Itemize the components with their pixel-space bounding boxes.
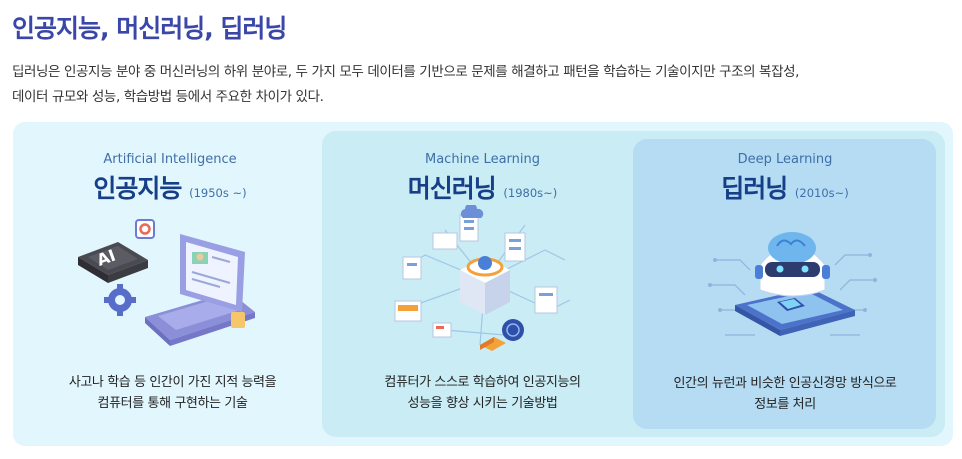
dl-caption-line-2: 정보를 처리 <box>754 397 816 412</box>
ml-english-label: Machine Learning <box>425 152 540 167</box>
ai-english-label: Artificial Intelligence <box>103 152 237 167</box>
ai-caption-line-2: 컴퓨터를 통해 구현하는 기술 <box>97 396 248 411</box>
robot-brain-phone-illustration-icon <box>708 232 877 336</box>
description-line-2: 데이터 규모와 성능, 학습방법 등에서 주요한 차이가 있다. <box>12 89 324 105</box>
ml-year: (1980s~) <box>503 186 558 200</box>
ml-caption: 컴퓨터가 스스로 학습하여 인공지능의 성능을 향상 시키는 기술방법 <box>335 372 630 414</box>
ml-caption-line-2: 성능을 향상 시키는 기술방법 <box>407 396 558 411</box>
ml-heading: Machine Learning 머신러닝 (1980s~) <box>340 152 625 205</box>
ai-laptop-chip-illustration-icon: AI <box>78 219 255 346</box>
server-network-illustration-icon <box>394 205 571 351</box>
ai-year: (1950s ~) <box>189 186 247 200</box>
dl-korean-title: 딥러닝 (2010s~) <box>645 169 925 205</box>
ml-korean-title: 머신러닝 (1980s~) <box>340 169 625 205</box>
dl-korean-text: 딥러닝 <box>721 174 788 203</box>
ai-caption-line-1: 사고나 학습 등 인간이 가진 지적 능력을 <box>68 375 277 390</box>
page-description: 딥러닝은 인공지능 분야 중 머신러닝의 하위 분야로, 두 가지 모두 데이터… <box>12 60 957 110</box>
dl-caption: 인간의 뉴런과 비슷한 인공신경망 방식으로 정보를 처리 <box>640 373 930 415</box>
dl-year: (2010s~) <box>794 186 849 200</box>
ai-chip-label: AI <box>94 246 118 270</box>
ai-korean-title: 인공지능 (1950s ~) <box>35 169 305 205</box>
page-title: 인공지능, 머신러닝, 딥러닝 <box>12 14 287 43</box>
ml-caption-line-1: 컴퓨터가 스스로 학습하여 인공지능의 <box>384 375 581 390</box>
description-line-1: 딥러닝은 인공지능 분야 중 머신러닝의 하위 분야로, 두 가지 모두 데이터… <box>12 64 800 80</box>
ai-caption: 사고나 학습 등 인간이 가진 지적 능력을 컴퓨터를 통해 구현하는 기술 <box>35 372 310 414</box>
dl-caption-line-1: 인간의 뉴런과 비슷한 인공신경망 방식으로 <box>673 376 897 391</box>
dl-heading: Deep Learning 딥러닝 (2010s~) <box>645 152 925 205</box>
ml-korean-text: 머신러닝 <box>407 174 497 203</box>
ai-korean-text: 인공지능 <box>93 174 182 203</box>
ai-heading: Artificial Intelligence 인공지능 (1950s ~) <box>35 152 305 205</box>
dl-english-label: Deep Learning <box>737 152 833 167</box>
